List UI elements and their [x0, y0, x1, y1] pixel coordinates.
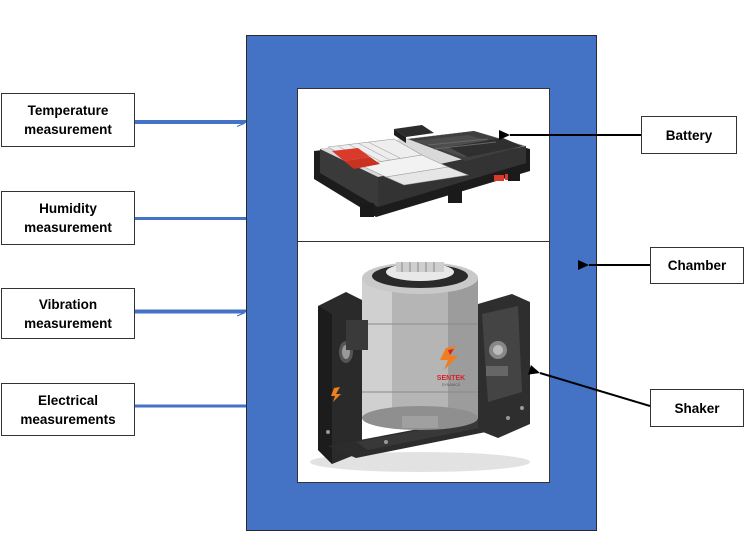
- shaker-brand-tagline: DYNAMICS: [442, 383, 461, 387]
- chamber-label: Chamber: [667, 258, 727, 273]
- battery-pack-illustration: [314, 125, 530, 217]
- box-label-line1: Humidity: [39, 201, 97, 216]
- humidity-measurement-box: Humidity measurement: [1, 191, 135, 245]
- box-label-line1: Vibration: [38, 296, 98, 312]
- chamber-label-box: Chamber: [650, 247, 744, 284]
- box-label-line2: measurements: [20, 411, 116, 427]
- vibration-measurement-box: Vibration measurement: [1, 288, 135, 339]
- box-label-line2: measurement: [24, 220, 112, 235]
- shaker-illustration: SENTEK DYNAMICS: [310, 262, 530, 472]
- box-label-line2: measurement: [24, 315, 112, 331]
- battery-label-box: Battery: [641, 116, 737, 154]
- shaker-label: Shaker: [674, 400, 720, 416]
- temperature-connector-arrow: [135, 122, 246, 124]
- shaker-brand-name: SENTEK: [437, 375, 465, 382]
- vibration-connector-arrow: [135, 311, 246, 313]
- box-label-line1: Temperature: [27, 103, 109, 118]
- shaker-panel: SENTEK DYNAMICS: [297, 241, 550, 483]
- sentek-logo-icon: [440, 346, 458, 370]
- shaker-label-box: Shaker: [650, 389, 744, 427]
- temperature-measurement-box: Temperature measurement: [1, 93, 135, 147]
- box-label-line2: measurement: [24, 122, 112, 137]
- battery-label: Battery: [665, 127, 713, 143]
- box-label-line1: Electrical: [37, 392, 99, 408]
- shaker-pointer-arrow: [528, 365, 651, 407]
- electrical-measurements-box: Electrical measurements: [1, 383, 135, 436]
